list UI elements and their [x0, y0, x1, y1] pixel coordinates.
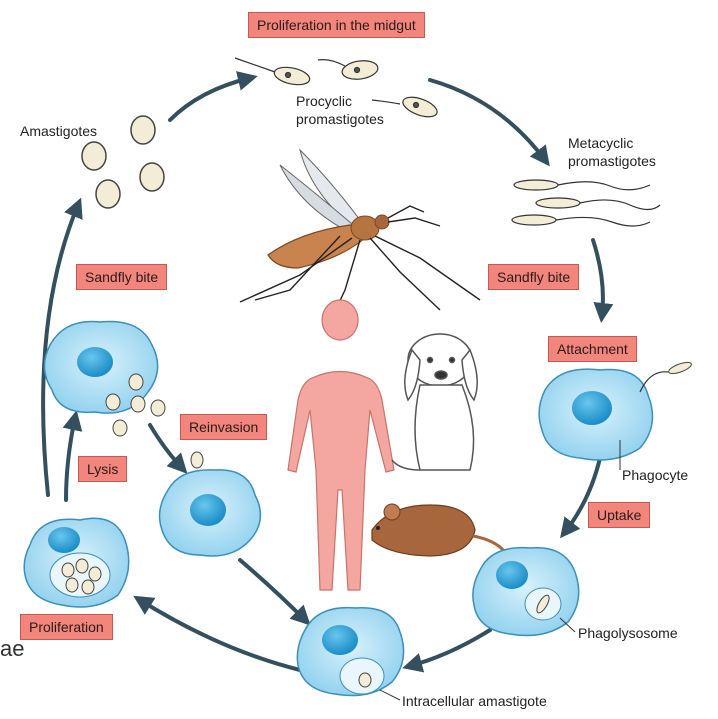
- corner-fragment-text: ae: [0, 636, 25, 661]
- amastigotes: [81, 115, 165, 209]
- label-phagocyte: Phagocyte: [622, 467, 689, 483]
- label-procyclic: Procyclic promastigotes: [296, 93, 384, 127]
- dog: [391, 333, 478, 471]
- cell-lysis: [43, 320, 166, 437]
- arrow-phagolysosome-to-intracellular: [402, 628, 492, 673]
- label-intracellular-amastigote: Intracellular amastigote: [402, 693, 547, 709]
- label-amastigotes: Amastigotes: [20, 123, 98, 139]
- stage-lysis: Lysis: [78, 456, 128, 482]
- stage-reinvasion: Reinvasion: [180, 414, 268, 440]
- stage-proliferation: Proliferation: [20, 614, 113, 640]
- stage-attachment: Attachment: [548, 336, 637, 362]
- cell-proliferation: [23, 517, 130, 608]
- arrow-phagocyte-to-uptake: [560, 456, 602, 539]
- cell-reinvasion: [158, 451, 262, 557]
- arrow-proliferation-to-lysis: [62, 410, 83, 502]
- sandfly: [239, 148, 481, 323]
- arrow-intracellular-to-proliferation: [133, 595, 302, 672]
- label-metacyclic: Metacyclic promastigotes: [568, 135, 656, 169]
- stage-sandfly-bite-left: Sandfly bite: [76, 264, 168, 290]
- arrow-lysis-to-amastigotes: [41, 197, 83, 497]
- arrow-reinvasion-to-intracellular: [238, 558, 311, 626]
- cell-phagolysosome: [472, 546, 580, 637]
- stage-proliferation-midgut: Proliferation in the midgut: [248, 12, 425, 38]
- label-phagolysosome: Phagolysosome: [578, 625, 678, 641]
- stage-uptake: Uptake: [588, 502, 651, 528]
- arrow-lysis-to-reinvasion: [148, 423, 188, 474]
- metacyclic-promastigotes: [511, 179, 661, 227]
- cell-intracellular: [296, 606, 405, 701]
- arrow-midgut-to-metacyclic: [428, 78, 550, 167]
- mouse: [371, 503, 507, 557]
- procyclic-promastigotes: [234, 57, 438, 118]
- human-figure: [287, 299, 395, 591]
- cycle-arrows: [41, 71, 614, 673]
- stage-sandfly-bite-right: Sandfly bite: [488, 264, 580, 290]
- cell-phagocyte: [538, 361, 692, 470]
- arrow-metacyclic-to-attachment: [591, 238, 614, 323]
- arrow-amastigotes-to-midgut: [168, 71, 258, 122]
